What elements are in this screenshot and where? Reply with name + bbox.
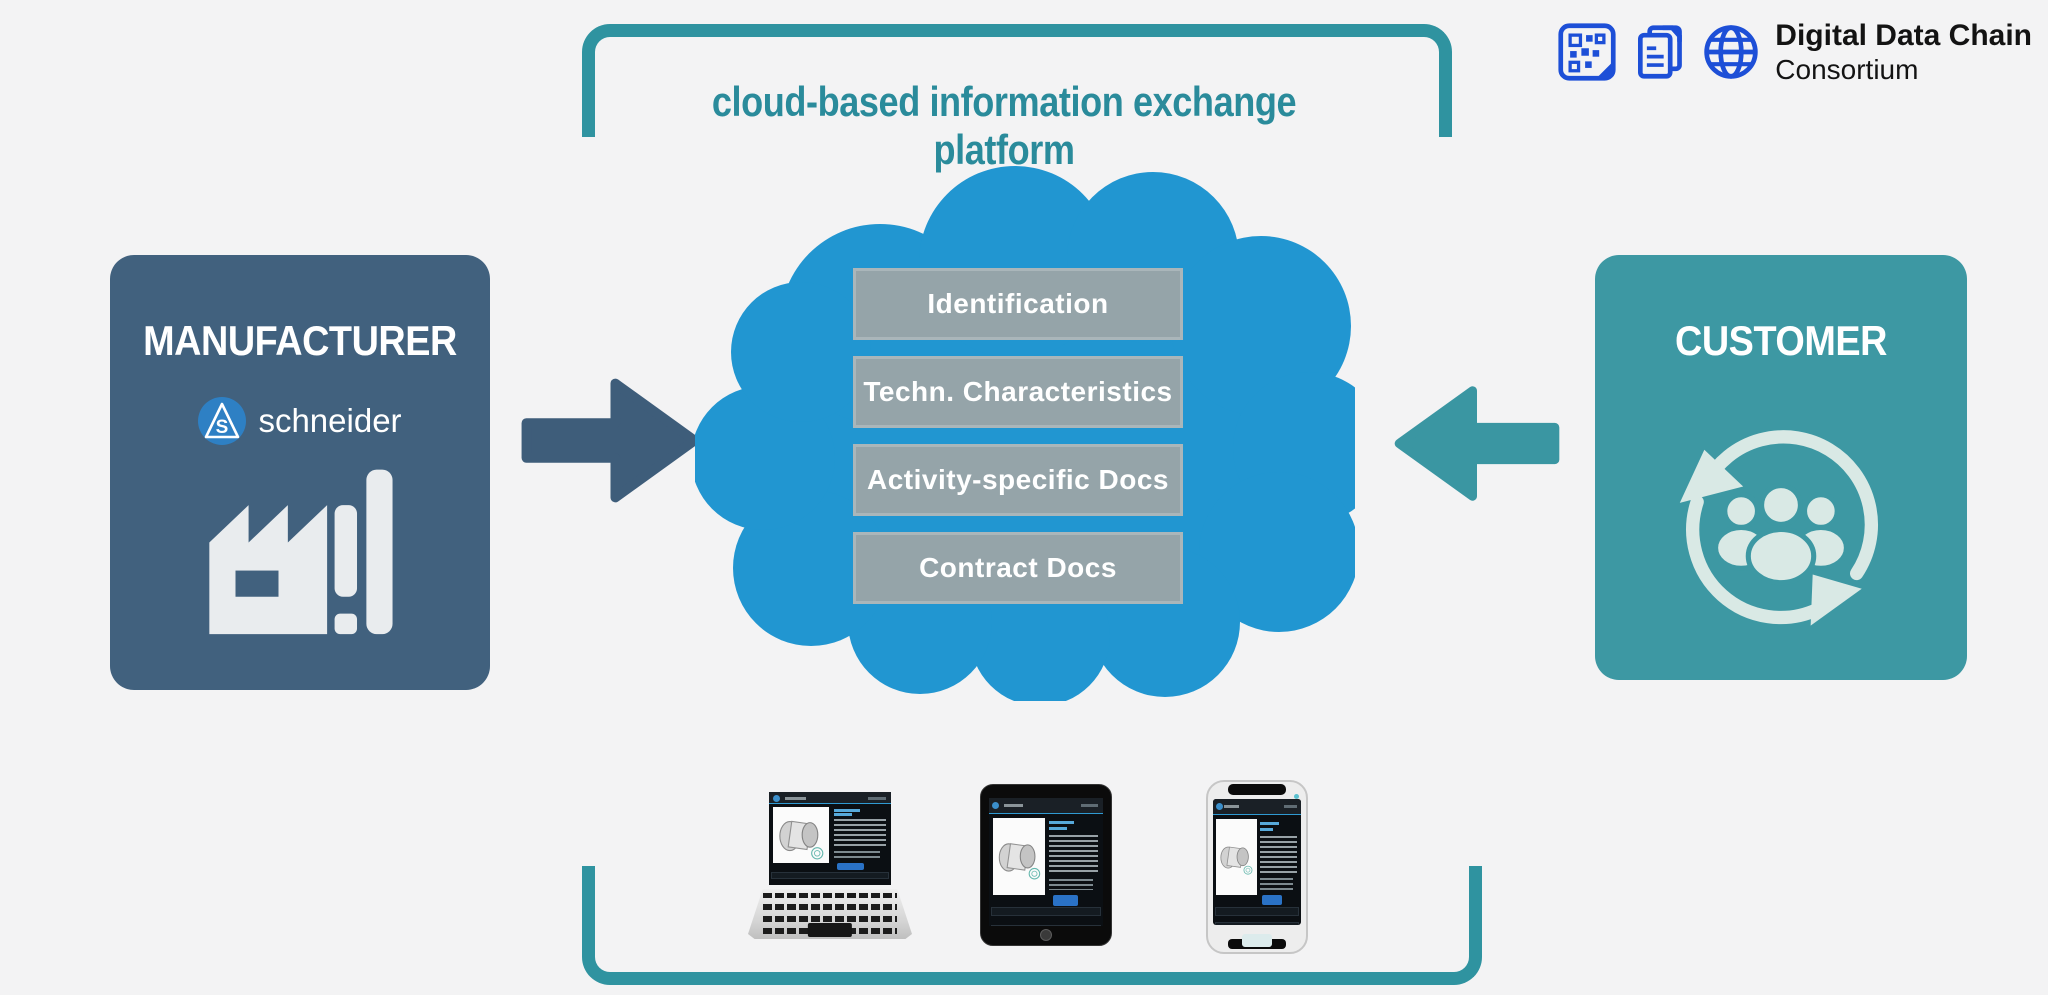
consortium-name: Digital Data Chain Consortium xyxy=(1775,18,2032,86)
app-primary-button xyxy=(837,862,865,871)
cloud-item-list: Identification Techn. Characteristics Ac… xyxy=(853,268,1183,604)
app-primary-button xyxy=(1262,894,1282,905)
svg-text:S: S xyxy=(216,417,229,438)
tablet-screen xyxy=(989,798,1103,926)
cloud-item-techn-characteristics: Techn. Characteristics xyxy=(853,356,1183,428)
laptop xyxy=(748,792,912,939)
product-3d-image xyxy=(779,820,824,860)
tablet xyxy=(980,784,1112,946)
product-3d-image xyxy=(1220,846,1253,875)
smartphone-camera-dot xyxy=(1294,794,1299,799)
app-primary-button xyxy=(1052,895,1078,906)
laptop-screen xyxy=(769,792,891,885)
manufacturer-title: MANUFACTURER xyxy=(143,317,457,364)
manufacturer-card: MANUFACTURER S schneider xyxy=(110,255,490,690)
smartphone xyxy=(1206,780,1308,954)
consortium-name-line1: Digital Data Chain xyxy=(1775,19,2032,52)
customer-title: CUSTOMER xyxy=(1674,317,1888,364)
smartphone-earpiece xyxy=(1227,784,1287,795)
tablet-home-button xyxy=(1040,929,1052,941)
arrow-manufacturer-to-cloud xyxy=(521,378,700,503)
smartphone-home-area xyxy=(1242,934,1272,947)
documents-icon xyxy=(1638,25,1683,79)
smartphone-app-screen xyxy=(1213,799,1301,925)
laptop-keyboard xyxy=(748,889,912,939)
schneider-brand: S schneider xyxy=(110,397,490,445)
consortium-name-line2: Consortium xyxy=(1775,54,1919,86)
cloud-item-contract-docs: Contract Docs xyxy=(853,532,1183,604)
schneider-logo-icon: S xyxy=(198,397,247,445)
devices-bracket-bottom xyxy=(582,866,1482,985)
globe-icon xyxy=(1704,25,1759,79)
consortium-logo: Digital Data Chain Consortium xyxy=(1557,18,2032,86)
customer-group-cycle-icon xyxy=(1674,415,1889,650)
cloud-item-identification: Identification xyxy=(853,268,1183,340)
arrow-customer-to-cloud xyxy=(1394,386,1560,501)
tablet-app-screen xyxy=(989,798,1103,926)
schneider-brand-name: schneider xyxy=(258,402,402,439)
cloud-item-activity-specific-docs: Activity-specific Docs xyxy=(853,444,1183,516)
product-3d-image xyxy=(998,843,1041,880)
smartphone-screen xyxy=(1213,799,1301,925)
platform-bracket-top xyxy=(582,24,1452,137)
qr-code-icon xyxy=(1558,23,1616,81)
factory-icon xyxy=(193,455,408,650)
laptop-touchpad xyxy=(807,923,853,937)
platform-title: cloud-based information exchange platfor… xyxy=(711,78,1297,173)
customer-card: CUSTOMER xyxy=(1595,255,1967,680)
laptop-app-screen xyxy=(769,792,891,885)
